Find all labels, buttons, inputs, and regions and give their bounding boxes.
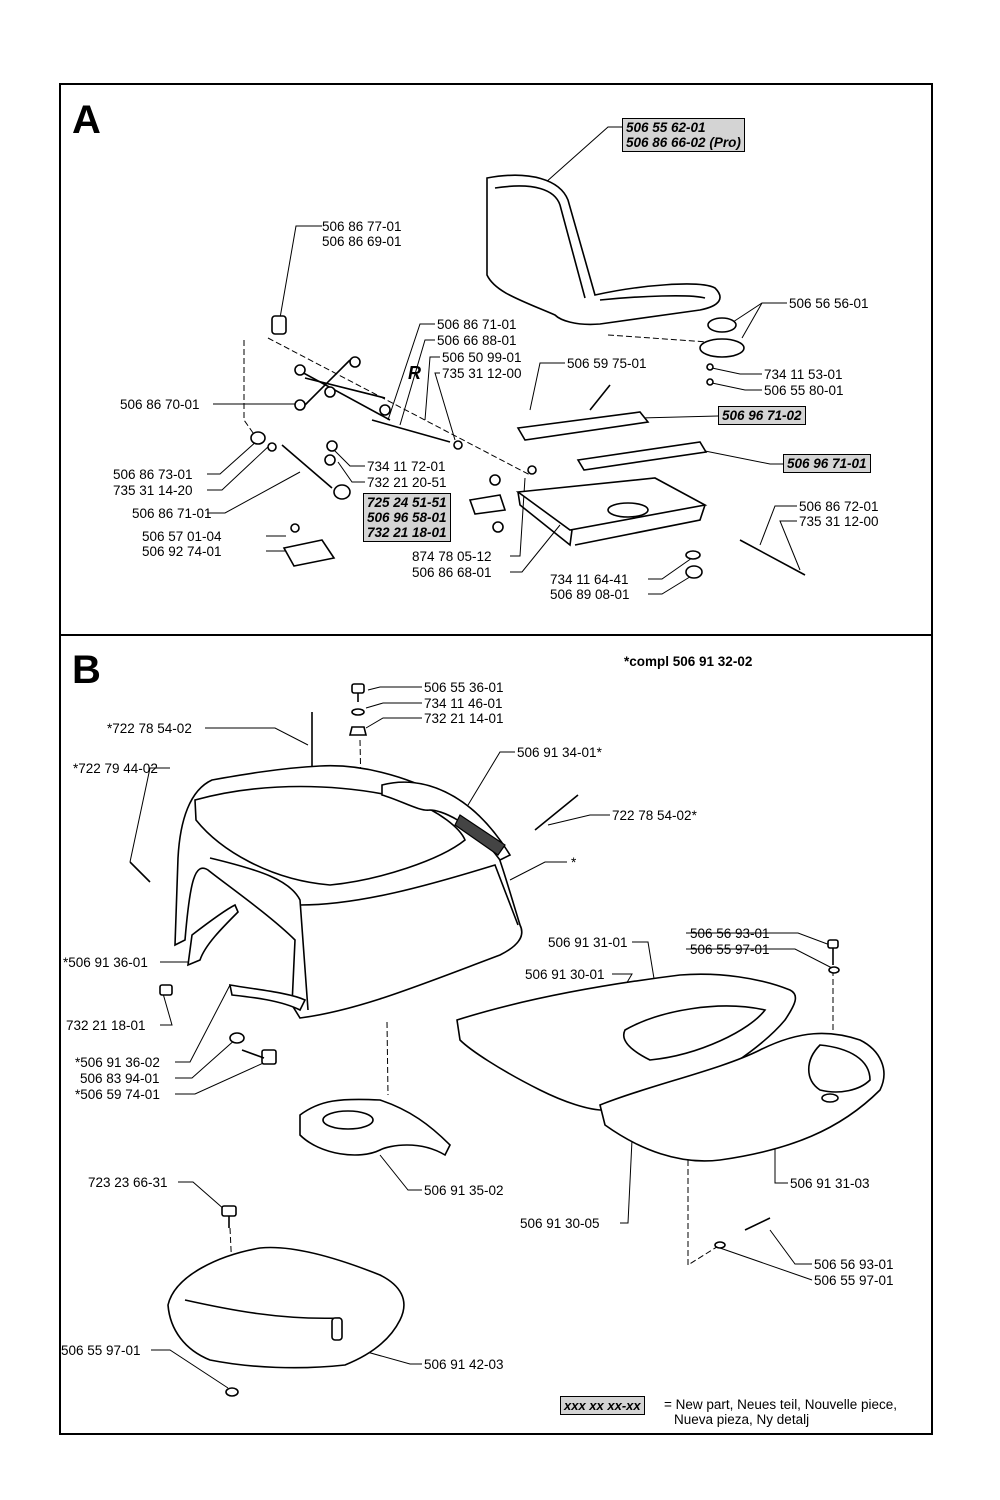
part-number: * bbox=[571, 855, 577, 870]
legend-text-line1: = New part, Neues teil, Nouvelle piece, bbox=[664, 1397, 897, 1412]
part-number: 506 91 30-01 bbox=[525, 967, 605, 982]
part-number: 506 50 99-01 bbox=[442, 350, 522, 365]
part-number: 506 91 35-02 bbox=[424, 1183, 504, 1198]
part-number: 506 86 72-01 bbox=[799, 499, 879, 514]
part-number: 734 11 64-41 bbox=[550, 572, 629, 587]
part-number: 506 57 01-04 bbox=[142, 529, 222, 544]
part-number: 735 31 14-20 bbox=[113, 483, 193, 498]
part-number: 506 55 36-01 bbox=[424, 680, 504, 695]
section-letter-a: A bbox=[72, 98, 101, 142]
part-number: 734 11 46-01 bbox=[424, 696, 503, 711]
part-number: 506 86 71-01 bbox=[437, 317, 517, 332]
part-number: 735 31 12-00 bbox=[799, 514, 879, 529]
part-number: *506 91 36-02 bbox=[75, 1055, 160, 1070]
section-b-leaders bbox=[129, 686, 834, 1389]
part-number: *506 59 74-01 bbox=[75, 1087, 160, 1102]
part-number: 735 31 12-00 bbox=[442, 366, 522, 381]
section-letter-b: B bbox=[72, 648, 101, 692]
section-b-parts bbox=[129, 683, 885, 1397]
new-part-label: 506 96 71-01 bbox=[783, 454, 871, 473]
part-number: 506 96 58-01 bbox=[367, 510, 447, 525]
part-number: 506 55 80-01 bbox=[764, 383, 844, 398]
part-number: 734 11 53-01 bbox=[764, 367, 843, 382]
section-a-leaders bbox=[207, 126, 801, 595]
rotation-mark: R bbox=[408, 363, 421, 383]
complete-assembly-note: *compl 506 91 32-02 bbox=[624, 654, 753, 669]
part-number: 874 78 05-12 bbox=[412, 549, 492, 564]
part-number: 506 83 94-01 bbox=[80, 1071, 160, 1086]
part-number: 506 55 97-01 bbox=[690, 942, 770, 957]
part-number: 506 86 70-01 bbox=[120, 397, 200, 412]
part-number: 732 21 14-01 bbox=[424, 711, 504, 726]
part-number: 506 86 77-01 bbox=[322, 219, 402, 234]
part-number: 506 59 75-01 bbox=[567, 356, 647, 371]
part-number: 506 86 73-01 bbox=[113, 467, 193, 482]
part-number: 506 55 97-01 bbox=[814, 1273, 894, 1288]
part-number: 732 21 20-51 bbox=[367, 475, 447, 490]
part-number: 506 55 97-01 bbox=[61, 1343, 141, 1358]
part-number: *722 79 44-02 bbox=[73, 761, 158, 776]
part-number: 506 91 31-01 bbox=[548, 935, 628, 950]
legend-text-line2: Nueva pieza, Ny detalj bbox=[674, 1412, 810, 1427]
part-number: 506 86 66-02 (Pro) bbox=[626, 135, 741, 150]
drawing-frame bbox=[59, 83, 933, 1435]
section-divider bbox=[59, 634, 933, 636]
part-number: 506 91 34-01* bbox=[517, 745, 602, 760]
part-number: 732 21 18-01 bbox=[66, 1018, 146, 1033]
part-number: 506 56 93-01 bbox=[814, 1257, 894, 1272]
part-number: 506 89 08-01 bbox=[550, 587, 630, 602]
section-a-parts bbox=[250, 174, 806, 579]
part-number: 506 56 56-01 bbox=[789, 296, 869, 311]
part-number: 506 86 71-01 bbox=[132, 506, 212, 521]
part-number: 506 55 62-01 bbox=[626, 120, 706, 135]
new-part-label-seat: 506 55 62-01 506 86 66-02 (Pro) bbox=[622, 118, 745, 152]
part-number: 506 92 74-01 bbox=[142, 544, 222, 559]
part-number: 506 86 68-01 bbox=[412, 565, 492, 580]
new-part-label: 506 96 71-02 bbox=[718, 406, 806, 425]
new-part-label-group: 725 24 51-51 506 96 58-01 732 21 18-01 bbox=[363, 493, 451, 542]
part-number: 506 56 93-01 bbox=[690, 926, 770, 941]
part-number: 506 91 31-03 bbox=[790, 1176, 870, 1191]
legend-new-part-key: xxx xx xx-xx bbox=[560, 1396, 645, 1415]
part-number: 506 91 30-05 bbox=[520, 1216, 600, 1231]
part-number: *722 78 54-02 bbox=[107, 721, 192, 736]
part-number: 722 78 54-02* bbox=[612, 808, 697, 823]
part-number: 734 11 72-01 bbox=[367, 459, 446, 474]
part-number: 723 23 66-31 bbox=[88, 1175, 168, 1190]
part-number: 732 21 18-01 bbox=[367, 525, 447, 540]
part-number: 506 86 69-01 bbox=[322, 234, 402, 249]
part-number: *506 91 36-01 bbox=[63, 955, 148, 970]
part-number: 725 24 51-51 bbox=[367, 495, 447, 510]
part-number: 506 66 88-01 bbox=[437, 333, 517, 348]
part-number: 506 91 42-03 bbox=[424, 1357, 504, 1372]
